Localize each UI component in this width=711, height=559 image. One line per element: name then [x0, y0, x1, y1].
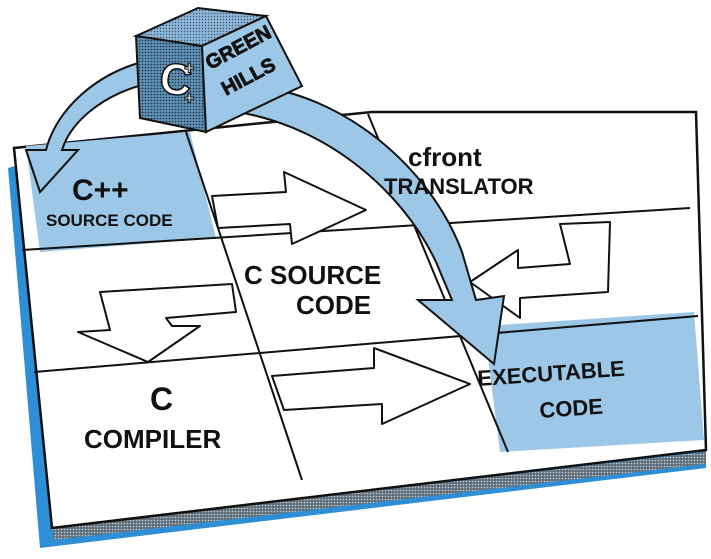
compiler-to-executable-arrow-icon [271, 347, 471, 425]
csource-to-compiler-arrow-icon [77, 283, 237, 363]
cube-to-source-arrow-icon [24, 58, 158, 194]
cell-c-source: C SOURCE CODE [244, 260, 381, 320]
cube-plus-glyph-2: + [184, 88, 195, 108]
c-source-title: C SOURCE [244, 260, 381, 290]
cell-cfront: cfront TRANSLATOR [384, 142, 534, 199]
cell-cpp-source: C++ SOURCE CODE [46, 174, 173, 230]
cpp-source-cell-fill [26, 132, 216, 252]
cfront-title: cfront [408, 142, 482, 172]
cell-c-compiler: C COMPILER [84, 381, 221, 454]
green-hills-cube-logo: C + + GREEN HILLS [132, 6, 304, 134]
executable-cell-fill [484, 312, 704, 452]
green-hills-direct-arrow-icon [219, 84, 506, 366]
executable-subtitle: CODE [539, 394, 604, 423]
cube-plus-glyph: + [184, 58, 195, 78]
cpp-source-subtitle: SOURCE CODE [46, 211, 173, 230]
c-source-subtitle: CODE [296, 290, 371, 320]
c-compiler-subtitle: COMPILER [84, 424, 221, 454]
cube-c-glyph: C [157, 53, 195, 106]
cfront-subtitle: TRANSLATOR [384, 174, 534, 199]
cpp-to-cfront-arrow-icon [211, 171, 367, 245]
cpp-source-title: C++ [72, 174, 129, 207]
c-compiler-title: C [150, 381, 173, 417]
